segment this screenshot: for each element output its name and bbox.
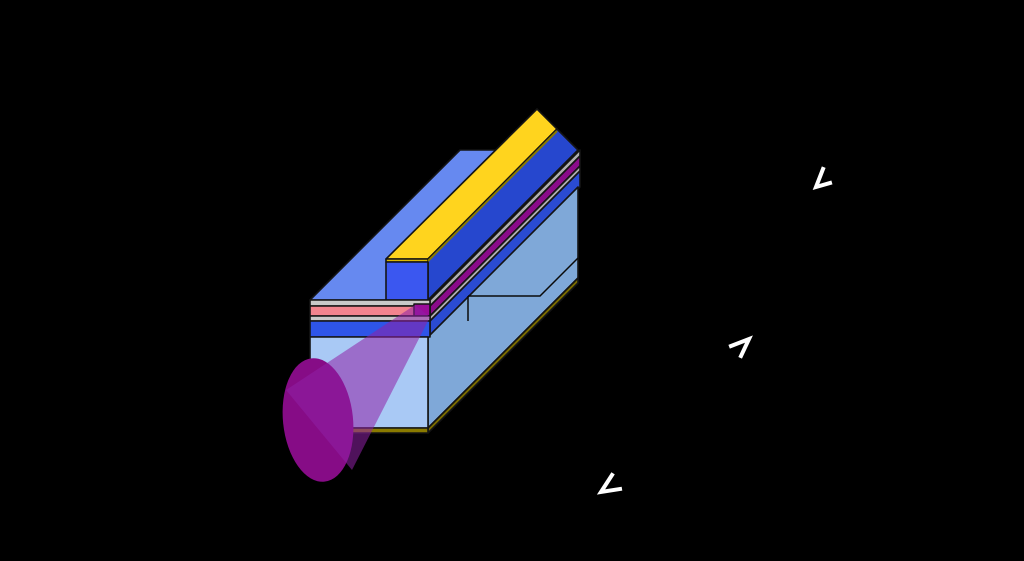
output-beam-cone (286, 305, 430, 470)
upper-confinement-front (309, 299, 431, 307)
annotation-arrowhead-bottom (596, 472, 623, 495)
annotation-arrowhead-middle (728, 335, 753, 359)
annotation-arrowhead-top-right (812, 166, 833, 191)
substrate-end-step-line (468, 257, 579, 297)
contact-gold-side-edge-line (427, 130, 558, 262)
ridge-front-face (385, 261, 429, 301)
